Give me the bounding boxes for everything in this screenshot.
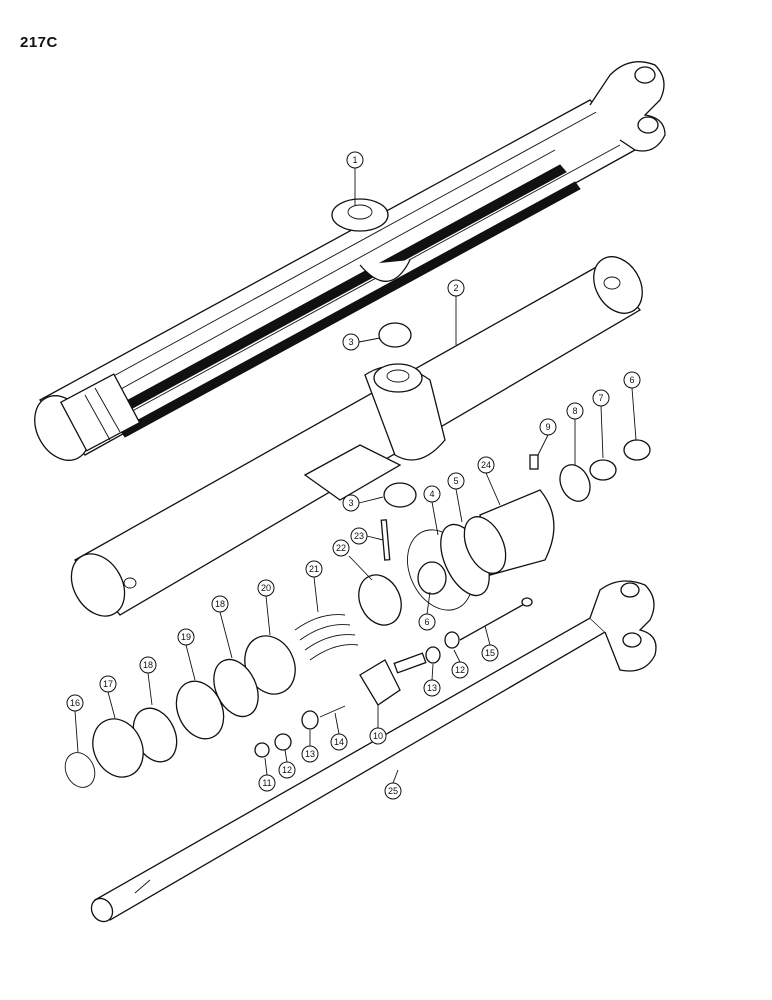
plug-16 — [64, 752, 96, 788]
valve-parts — [254, 597, 533, 758]
callout-12: 12 — [451, 661, 469, 679]
callout-24: 24 — [477, 456, 495, 474]
callout-6: 6 — [623, 371, 641, 389]
callout-16: 16 — [66, 694, 84, 712]
svg-text:12: 12 — [282, 765, 292, 775]
washer-7 — [589, 459, 617, 481]
callout-19: 19 — [177, 628, 195, 646]
svg-text:22: 22 — [336, 543, 346, 553]
svg-text:7: 7 — [598, 393, 603, 403]
callout-23: 23 — [350, 527, 368, 545]
svg-text:4: 4 — [429, 489, 434, 499]
svg-text:6: 6 — [424, 617, 429, 627]
seal-6-lower — [417, 561, 447, 595]
svg-text:12: 12 — [455, 665, 465, 675]
svg-text:24: 24 — [481, 460, 491, 470]
svg-text:2: 2 — [453, 283, 458, 293]
bushing-upper — [378, 322, 412, 348]
callout-10: 10 — [369, 727, 387, 745]
svg-text:19: 19 — [181, 632, 191, 642]
sleeve-13-lower — [301, 710, 319, 730]
callout-11: 11 — [258, 774, 276, 792]
svg-text:10: 10 — [373, 731, 383, 741]
nut-10 — [359, 659, 401, 706]
bushing-lower — [383, 482, 417, 508]
callout-20: 20 — [257, 579, 275, 597]
svg-text:1: 1 — [352, 155, 357, 165]
head-parts — [407, 439, 651, 611]
callout-4: 4 — [423, 485, 441, 503]
callout-3: 3 — [342, 494, 360, 512]
ball-11 — [254, 742, 270, 758]
callouts: 1 2 3 3 4 5 6 6 7 8 9 10 11 12 12 13 13 … — [66, 151, 641, 800]
seal-19 — [175, 680, 225, 740]
svg-text:11: 11 — [262, 778, 271, 788]
svg-text:5: 5 — [453, 476, 458, 486]
svg-text:14: 14 — [334, 737, 344, 747]
svg-text:3: 3 — [348, 498, 353, 508]
svg-text:6: 6 — [629, 375, 634, 385]
callout-13: 13 — [301, 745, 319, 763]
svg-text:8: 8 — [572, 406, 577, 416]
washer-12-lower — [274, 733, 292, 751]
svg-text:3: 3 — [348, 337, 353, 347]
svg-text:25: 25 — [388, 786, 398, 796]
callout-6: 6 — [418, 613, 436, 631]
svg-text:23: 23 — [354, 531, 364, 541]
callout-25: 25 — [384, 782, 402, 800]
svg-text:15: 15 — [485, 648, 495, 658]
spring-21 — [294, 614, 359, 661]
svg-text:9: 9 — [545, 422, 550, 432]
callout-7: 7 — [592, 389, 610, 407]
callout-1: 1 — [346, 151, 364, 169]
spacer-22 — [358, 574, 402, 626]
nut-6-upper — [623, 439, 651, 461]
setscrew-9 — [529, 454, 539, 470]
pin-14 — [319, 705, 346, 718]
svg-text:13: 13 — [305, 749, 315, 759]
leader-lines — [74, 168, 637, 784]
callout-2: 2 — [447, 279, 465, 297]
barrel-part — [70, 256, 643, 617]
piston-parts — [64, 519, 402, 788]
svg-text:18: 18 — [215, 599, 225, 609]
callout-21: 21 — [305, 560, 323, 578]
callout-3: 3 — [342, 333, 360, 351]
svg-text:21: 21 — [309, 564, 319, 574]
callout-22: 22 — [332, 539, 350, 557]
sleeve-13-upper — [425, 646, 441, 664]
rod-part — [90, 580, 657, 923]
cap-17 — [92, 718, 144, 778]
callout-12: 12 — [278, 761, 296, 779]
svg-text:16: 16 — [70, 698, 80, 708]
callout-5: 5 — [447, 472, 465, 490]
callout-8: 8 — [566, 402, 584, 420]
callout-9: 9 — [539, 418, 557, 436]
callout-15: 15 — [481, 644, 499, 662]
svg-text:20: 20 — [261, 583, 271, 593]
svg-text:17: 17 — [103, 679, 113, 689]
svg-text:18: 18 — [143, 660, 153, 670]
callout-18: 18 — [139, 656, 157, 674]
callout-14: 14 — [330, 733, 348, 751]
callout-18: 18 — [211, 595, 229, 613]
callout-13: 13 — [423, 679, 441, 697]
washer-12-upper — [444, 631, 460, 649]
page-code: 217C — [20, 34, 58, 51]
pin-23 — [380, 519, 391, 561]
wiper-8 — [559, 464, 591, 502]
callout-17: 17 — [99, 675, 117, 693]
bolt-15 — [459, 601, 529, 641]
svg-text:13: 13 — [427, 683, 437, 693]
assembled-cylinder-illustration — [34, 61, 666, 461]
